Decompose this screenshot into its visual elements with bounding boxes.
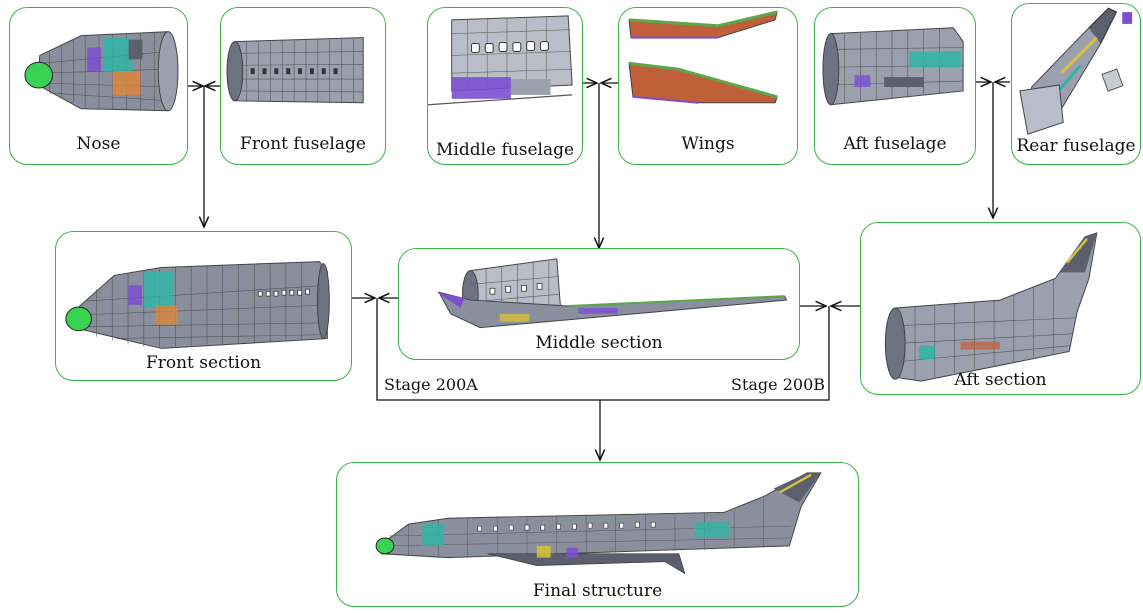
final-structure-box: Final structure	[336, 462, 859, 607]
stage-200b-label: Stage 200B	[731, 375, 825, 394]
rear-fuselage-label: Rear fuselage	[1012, 136, 1140, 156]
aft-fuselage-label: Aft fuselage	[815, 134, 975, 154]
middle-fuselage-box: Middle fuselage	[427, 7, 583, 165]
aft-fuselage-box: Aft fuselage	[814, 7, 976, 165]
wings-box: Wings	[618, 7, 798, 165]
aft-section-label: Aft section	[861, 370, 1140, 390]
front-section-box: Front section	[55, 231, 352, 381]
final-nose-cone	[376, 538, 394, 554]
front-fuselage-label: Front fuselage	[221, 134, 385, 154]
final-structure-label: Final structure	[337, 581, 858, 601]
aft-section-box: Aft section	[860, 222, 1141, 395]
front-fuselage-box: Front fuselage	[220, 7, 386, 165]
wings-label: Wings	[619, 134, 797, 154]
middle-section-box: Middle section	[398, 248, 800, 360]
front-section-label: Front section	[56, 353, 351, 373]
aft-section-illustration	[861, 223, 1140, 394]
stage-200a-label: Stage 200A	[384, 375, 478, 394]
nose-cone	[25, 62, 53, 88]
rear-fuselage-box: Rear fuselage	[1011, 3, 1141, 165]
middle-section-label: Middle section	[399, 333, 799, 353]
nose-label: Nose	[10, 134, 187, 154]
middle-fuselage-label: Middle fuselage	[428, 140, 582, 160]
front-section-nose-cone	[66, 307, 92, 331]
nose-box: Nose	[9, 7, 188, 165]
